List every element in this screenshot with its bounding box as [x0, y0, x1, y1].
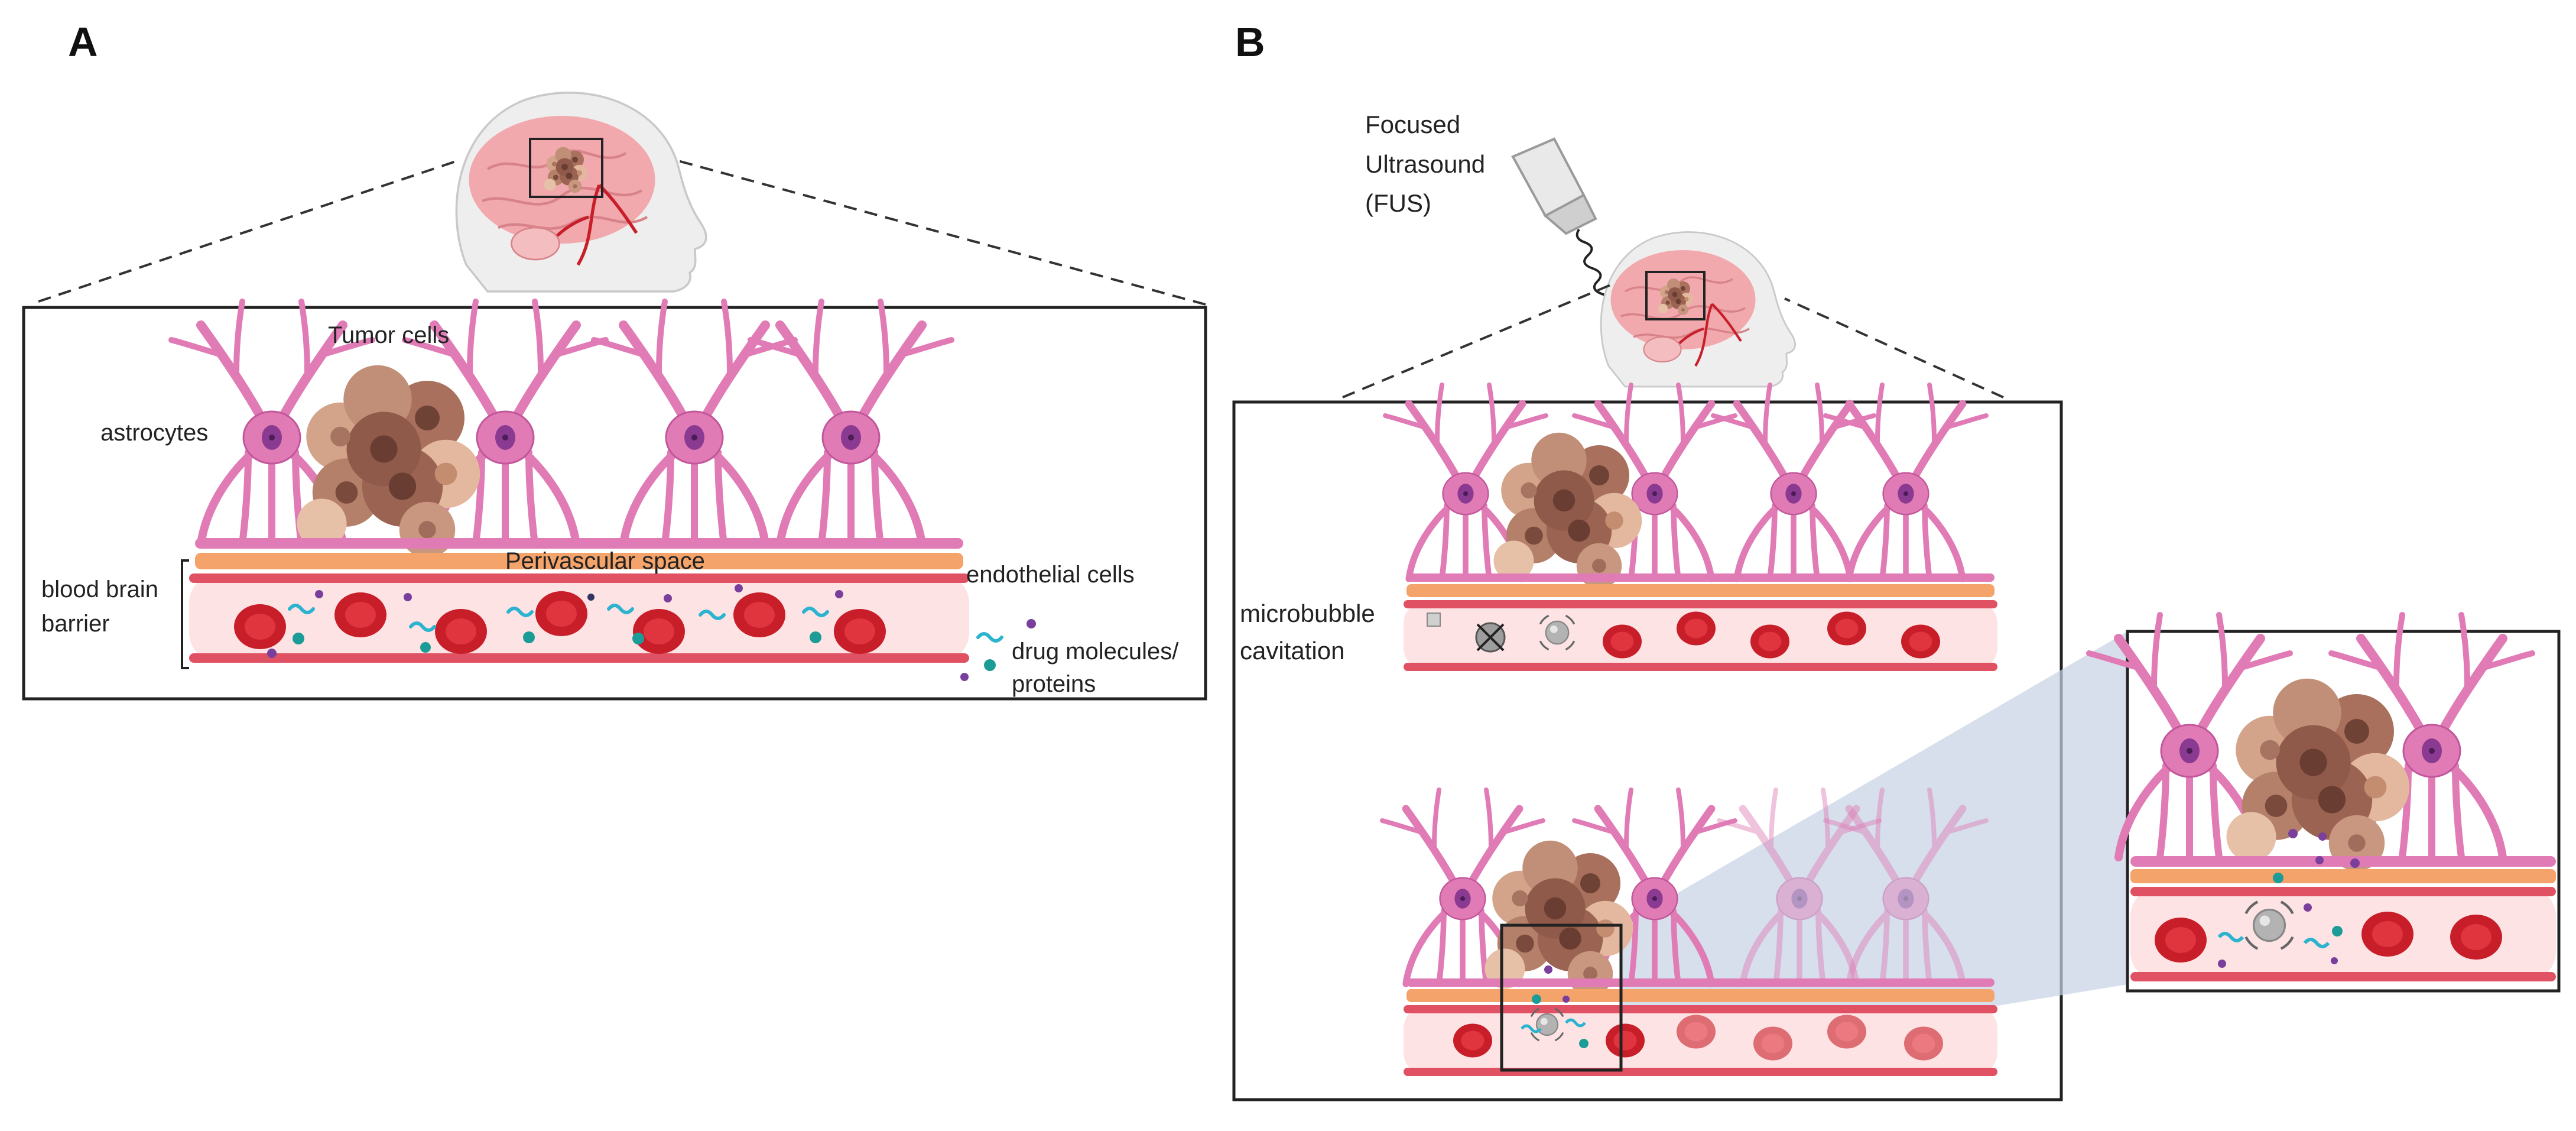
- drug-particles-a: [267, 584, 843, 658]
- zoom-line-right-a: [673, 158, 1206, 306]
- bbb-label-line2: barrier: [41, 611, 110, 637]
- microbubble-label-line1: microbubble: [1240, 599, 1375, 627]
- panel-a-letter: A: [68, 19, 98, 65]
- perivascular-band-a: [195, 553, 963, 569]
- scene-before-fus: [1385, 385, 1997, 671]
- zoom-line-left-b: [1342, 283, 1614, 398]
- tumor-highlight-box-a: [529, 138, 603, 198]
- drug-label-line2: proteins: [1012, 671, 1096, 697]
- panel-b-letter: B: [1235, 19, 1265, 65]
- fus-label-line1: Focused: [1365, 111, 1460, 138]
- small-bubble-icon: [1427, 613, 1441, 627]
- head-illustration-a: [456, 93, 706, 291]
- endothelial-cells-label: endothelial cells: [966, 562, 1135, 588]
- bbb-bracket: [181, 559, 189, 669]
- panel-b: B Focused Ultrasound (FUS) microbubble c…: [1232, 19, 2561, 1101]
- astrocyte-endfeet-a: [195, 538, 963, 549]
- ultrasound-transducer-icon: [1511, 137, 1613, 309]
- scene-after-fus: [1382, 790, 1997, 1076]
- panel-a: A: [22, 19, 1207, 701]
- collapsing-bubble-icon: [1475, 622, 1506, 653]
- tumor-highlight-box-b: [1645, 271, 1706, 320]
- fus-label-line2: Ultrasound: [1365, 150, 1485, 178]
- zoom-line-left-a: [38, 158, 462, 303]
- drug-legend-glyphs: [960, 619, 1036, 681]
- tumor-cells-label: Tumor cells: [328, 322, 449, 348]
- drug-molecules-a: [288, 604, 829, 632]
- magnify-box: [1500, 923, 1623, 1072]
- zoom-inset: [2089, 615, 2561, 993]
- perivascular-space-label: Perivascular space: [505, 548, 705, 574]
- head-illustration-b: [1601, 232, 1795, 387]
- microbubble-label-line2: cavitation: [1240, 637, 1344, 665]
- fus-label-line3: (FUS): [1365, 189, 1431, 217]
- drug-label-line1: drug molecules/: [1012, 639, 1179, 665]
- zoom-line-right-b: [1784, 297, 2004, 398]
- astrocytes-label: astrocytes: [100, 420, 208, 446]
- bbb-label-line1: blood brain: [41, 576, 158, 602]
